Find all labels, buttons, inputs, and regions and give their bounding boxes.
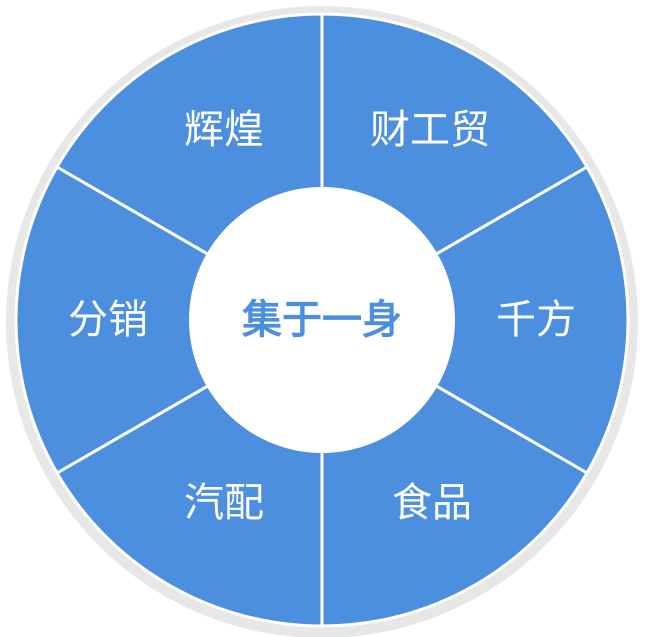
segment-label-fenxiao: 分销 (68, 297, 148, 343)
center-circle (189, 187, 455, 453)
segment-label-caigongmao: 财工贸 (370, 107, 490, 153)
segment-label-qipei: 汽配 (184, 480, 264, 526)
segment-label-huihuang: 辉煌 (184, 107, 264, 153)
segment-label-shipin: 食品 (392, 480, 472, 526)
segment-wedge-fenxiao (14, 165, 324, 475)
segment-labels: 财工贸 千方 食品 汽配 分销 辉煌 (68, 107, 576, 526)
segment-wedge-qianfang (320, 165, 630, 475)
center-label: 集于一身 (241, 297, 402, 343)
segment-label-qianfang: 千方 (496, 297, 576, 343)
